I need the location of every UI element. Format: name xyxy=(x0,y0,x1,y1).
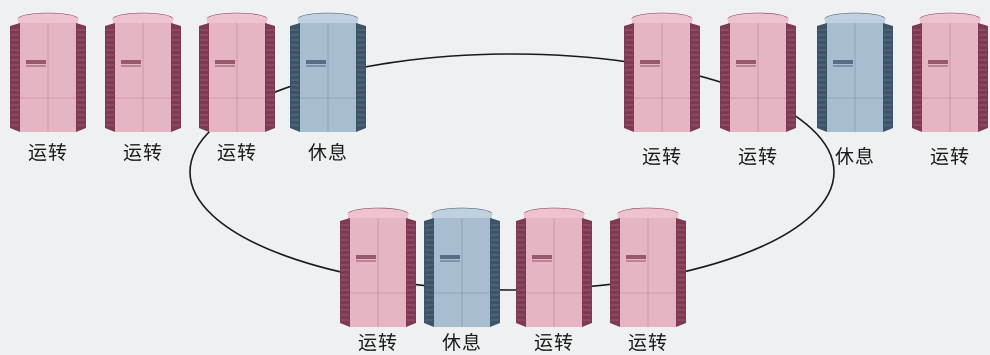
unit-status-label: 运转 xyxy=(533,332,574,354)
air-conditioner-unit-icon xyxy=(610,207,686,327)
outdoor-unit-resting xyxy=(815,10,895,135)
unit-status-label: 运转 xyxy=(357,332,398,354)
unit-status-label: 运转 xyxy=(641,146,682,168)
air-conditioner-unit-icon xyxy=(624,12,700,132)
air-conditioner-unit-icon xyxy=(817,12,893,132)
air-conditioner-unit-icon xyxy=(105,12,181,132)
unit-status-label: 运转 xyxy=(737,146,778,168)
unit-status-label: 运转 xyxy=(122,142,163,164)
outdoor-unit-running xyxy=(622,10,702,135)
outdoor-unit-running xyxy=(8,10,88,135)
air-conditioner-unit-icon xyxy=(340,207,416,327)
outdoor-unit-resting xyxy=(288,10,368,135)
outdoor-unit-running xyxy=(338,205,418,330)
air-conditioner-unit-icon xyxy=(912,12,988,132)
outdoor-unit-running xyxy=(608,205,688,330)
unit-status-label: 运转 xyxy=(27,142,68,164)
air-conditioner-unit-icon xyxy=(10,12,86,132)
unit-status-label: 运转 xyxy=(929,146,970,168)
unit-status-label: 休息 xyxy=(307,142,348,164)
outdoor-unit-running xyxy=(197,10,277,135)
outdoor-unit-running xyxy=(103,10,183,135)
air-conditioner-unit-icon xyxy=(199,12,275,132)
outdoor-unit-resting xyxy=(422,205,502,330)
rotation-ellipse xyxy=(189,53,835,291)
air-conditioner-unit-icon xyxy=(720,12,796,132)
outdoor-unit-running xyxy=(910,10,990,135)
unit-status-label: 运转 xyxy=(627,332,668,354)
unit-status-label: 休息 xyxy=(834,146,875,168)
air-conditioner-unit-icon xyxy=(424,207,500,327)
air-conditioner-unit-icon xyxy=(516,207,592,327)
outdoor-unit-running xyxy=(718,10,798,135)
air-conditioner-unit-icon xyxy=(290,12,366,132)
unit-status-label: 运转 xyxy=(216,142,257,164)
unit-status-label: 休息 xyxy=(441,332,482,354)
outdoor-unit-running xyxy=(514,205,594,330)
